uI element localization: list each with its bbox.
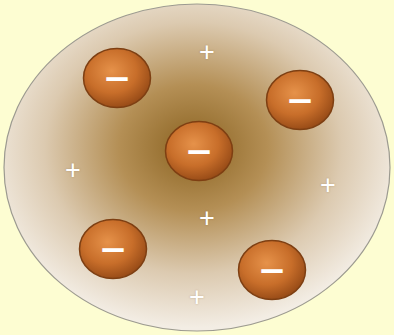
positive-charge: + (189, 284, 205, 311)
negative-charge: − (258, 253, 287, 287)
electron: − (265, 69, 335, 131)
electron-shape (84, 49, 151, 108)
negative-charge: − (286, 83, 315, 117)
negative-charge: − (103, 61, 132, 95)
electron: − (78, 218, 148, 280)
sphere-shape (4, 4, 390, 331)
positive-charge: + (199, 205, 215, 232)
positive-charge: + (320, 172, 336, 199)
positive-charge: + (65, 157, 81, 184)
electron-shape (166, 122, 233, 181)
electron-shape (267, 71, 334, 130)
atom-sphere: + + + + + − − − − − (3, 3, 391, 332)
electron-shape (80, 220, 147, 279)
positive-charge: + (199, 39, 215, 66)
electron: − (164, 120, 234, 182)
electron: − (82, 47, 152, 109)
electron-shape (239, 241, 306, 300)
electron: − (237, 239, 307, 301)
negative-charge: − (185, 134, 214, 168)
negative-charge: − (99, 232, 128, 266)
